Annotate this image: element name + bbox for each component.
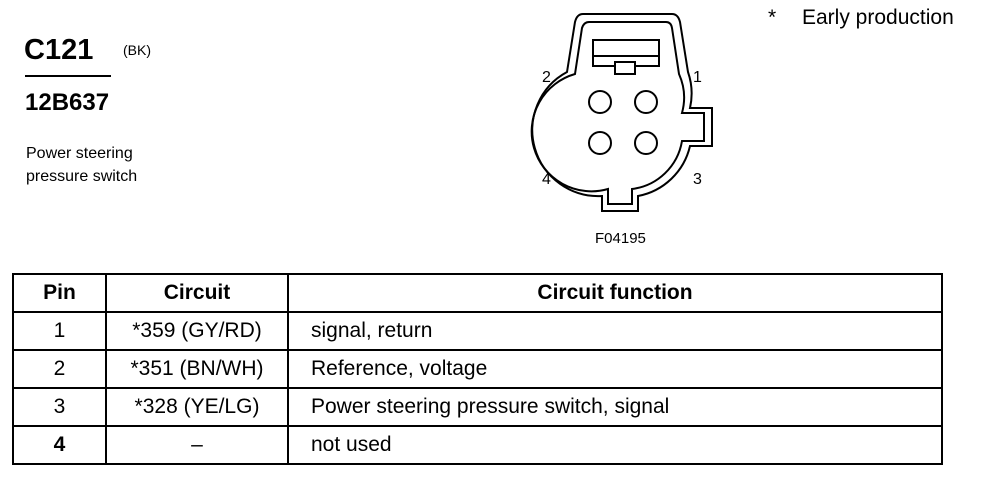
table-row: 3 *328 (YE/LG) Power steering pressure s… xyxy=(12,387,943,427)
title-divider xyxy=(25,75,111,77)
header-circuit-function: Circuit function xyxy=(287,273,943,313)
header-pin: Pin xyxy=(12,273,107,313)
pin-cavity-1 xyxy=(634,90,658,114)
cell-circuit: *328 (YE/LG) xyxy=(105,387,289,427)
cell-circuit: *351 (BN/WH) xyxy=(105,349,289,389)
table-header-row: Pin Circuit Circuit function xyxy=(12,273,943,313)
latch-key xyxy=(614,61,636,75)
cell-pin: 1 xyxy=(12,311,107,351)
cell-function: Reference, voltage xyxy=(287,349,943,389)
header-circuit: Circuit xyxy=(105,273,289,313)
connector-id: C121 xyxy=(24,34,94,66)
pin-label-4: 4 xyxy=(542,171,551,188)
cell-pin: 4 xyxy=(12,425,107,465)
connector-outer-shell xyxy=(531,13,713,212)
connector-inner-shell xyxy=(530,21,705,205)
connector-description: Power steering pressure switch xyxy=(26,142,137,188)
cell-pin: 3 xyxy=(12,387,107,427)
pin-cavity-4 xyxy=(588,131,612,155)
pin-label-2: 2 xyxy=(542,69,551,86)
connector-color: (BK) xyxy=(123,42,151,58)
pin-cavity-3 xyxy=(634,131,658,155)
cell-function: not used xyxy=(287,425,943,465)
pin-cavity-2 xyxy=(588,90,612,114)
legend-text: Early production xyxy=(802,6,954,29)
table-row: 2 *351 (BN/WH) Reference, voltage xyxy=(12,349,943,389)
description-line-1: Power steering xyxy=(26,145,133,162)
part-number: 12B637 xyxy=(25,89,110,116)
pinout-table: Pin Circuit Circuit function 1 *359 (GY/… xyxy=(12,273,943,465)
table-row: 1 *359 (GY/RD) signal, return xyxy=(12,311,943,351)
description-line-2: pressure switch xyxy=(26,168,138,185)
table-row: 4 – not used xyxy=(12,425,943,465)
figure-code: F04195 xyxy=(595,230,646,247)
cell-circuit: *359 (GY/RD) xyxy=(105,311,289,351)
pin-label-3: 3 xyxy=(693,171,702,188)
legend-symbol: * xyxy=(768,6,777,29)
pin-label-1: 1 xyxy=(693,69,702,86)
cell-circuit: – xyxy=(105,425,289,465)
cell-function: Power steering pressure switch, signal xyxy=(287,387,943,427)
cell-function: signal, return xyxy=(287,311,943,351)
connector-face-diagram: 1 2 3 4 xyxy=(530,13,713,212)
cell-pin: 2 xyxy=(12,349,107,389)
